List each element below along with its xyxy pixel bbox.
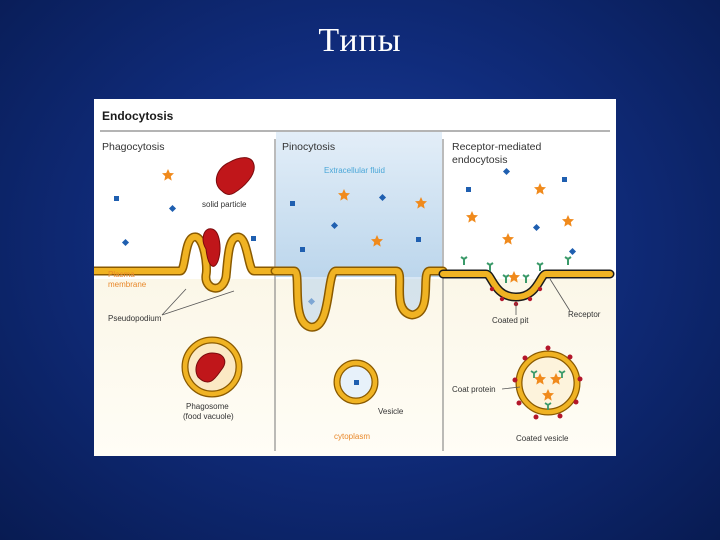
receptor-heading-1: Receptor-mediated xyxy=(452,141,541,153)
receptor-label: Receptor xyxy=(568,310,601,319)
coat-protein-ring xyxy=(512,345,583,420)
phagosome-label-2: (food vacuole) xyxy=(183,412,234,421)
endocytosis-figure: Endocytosis Phagocytosis solid particle … xyxy=(94,99,616,456)
coat-protein-label: Coat protein xyxy=(452,385,496,394)
star-molecule xyxy=(162,169,174,181)
molecule-dot xyxy=(290,201,295,206)
coated-vesicle-label: Coated vesicle xyxy=(516,434,569,443)
receptor-heading-2: endocytosis xyxy=(452,154,507,166)
pseudopodium-pointer-1 xyxy=(161,288,187,316)
receptor-icon xyxy=(460,256,468,265)
pinocytosis-heading: Pinocytosis xyxy=(282,141,335,153)
molecule-dot xyxy=(114,196,119,201)
receptor-icon xyxy=(522,274,530,283)
receptor-icon xyxy=(530,370,538,378)
receptor-icon xyxy=(486,262,494,271)
molecule-dot xyxy=(251,236,256,241)
phagosome-particle xyxy=(195,352,226,383)
receptor-icon xyxy=(536,262,544,271)
molecule-dot xyxy=(562,177,567,182)
star-molecule xyxy=(466,211,478,223)
plasma-membrane-pino xyxy=(272,268,446,330)
plasma-label-1: Plasma xyxy=(108,270,135,279)
cytoplasm-label: cytoplasm xyxy=(334,432,370,441)
coat-protein-pointer xyxy=(501,386,521,390)
plasma-label-2: membrane xyxy=(108,280,147,289)
receptor-icon xyxy=(502,274,510,283)
star-molecule xyxy=(502,233,514,245)
coat-protein-dot xyxy=(537,286,543,292)
receptor-icon xyxy=(564,256,572,265)
molecule-dot xyxy=(330,221,339,230)
solid-particle-label: solid particle xyxy=(202,200,247,209)
star-molecule xyxy=(562,215,574,227)
molecule-dot xyxy=(568,247,577,256)
molecule-dot xyxy=(466,187,471,192)
vesicle-membrane xyxy=(334,360,378,404)
vesicle-label: Vesicle xyxy=(378,407,404,416)
receptor-icon xyxy=(558,370,566,378)
solid-particle xyxy=(215,157,255,195)
molecule-dot xyxy=(532,223,541,232)
star-molecule xyxy=(534,183,546,195)
molecule-dot xyxy=(502,167,511,176)
figure-title: Endocytosis xyxy=(102,109,174,123)
extracellular-fluid-label: Extracellular fluid xyxy=(324,166,385,175)
coated-pit-label: Coated pit xyxy=(492,316,529,325)
plasma-membrane-phago xyxy=(94,233,278,291)
phagosome-membrane xyxy=(182,337,242,397)
coated-vesicle xyxy=(515,350,581,416)
coat-protein-dot xyxy=(489,286,495,292)
molecule-dot xyxy=(121,238,130,247)
coat-protein-dot xyxy=(499,296,505,302)
pseudopodium-label: Pseudopodium xyxy=(108,314,162,323)
molecule-dot xyxy=(378,193,387,202)
molecule-dot xyxy=(416,237,421,242)
molecule-dot xyxy=(168,204,177,213)
extracellular-fluid-area xyxy=(276,132,442,277)
slide-title: Типы xyxy=(318,22,402,59)
molecule-dot xyxy=(300,247,305,252)
phagosome-label-1: Phagosome xyxy=(186,402,229,411)
pseudopodium-pointer-2 xyxy=(161,290,235,316)
plasma-membrane-receptor xyxy=(440,271,613,301)
coat-protein-dot xyxy=(527,296,533,302)
receptor-icon xyxy=(544,402,552,410)
molecule-dot xyxy=(354,380,359,385)
engulfed-particle xyxy=(202,228,221,267)
receptor-pointer xyxy=(549,278,571,312)
endocytosis-diagram: Endocytosis Phagocytosis solid particle … xyxy=(94,109,616,456)
phagocytosis-heading: Phagocytosis xyxy=(102,141,164,153)
